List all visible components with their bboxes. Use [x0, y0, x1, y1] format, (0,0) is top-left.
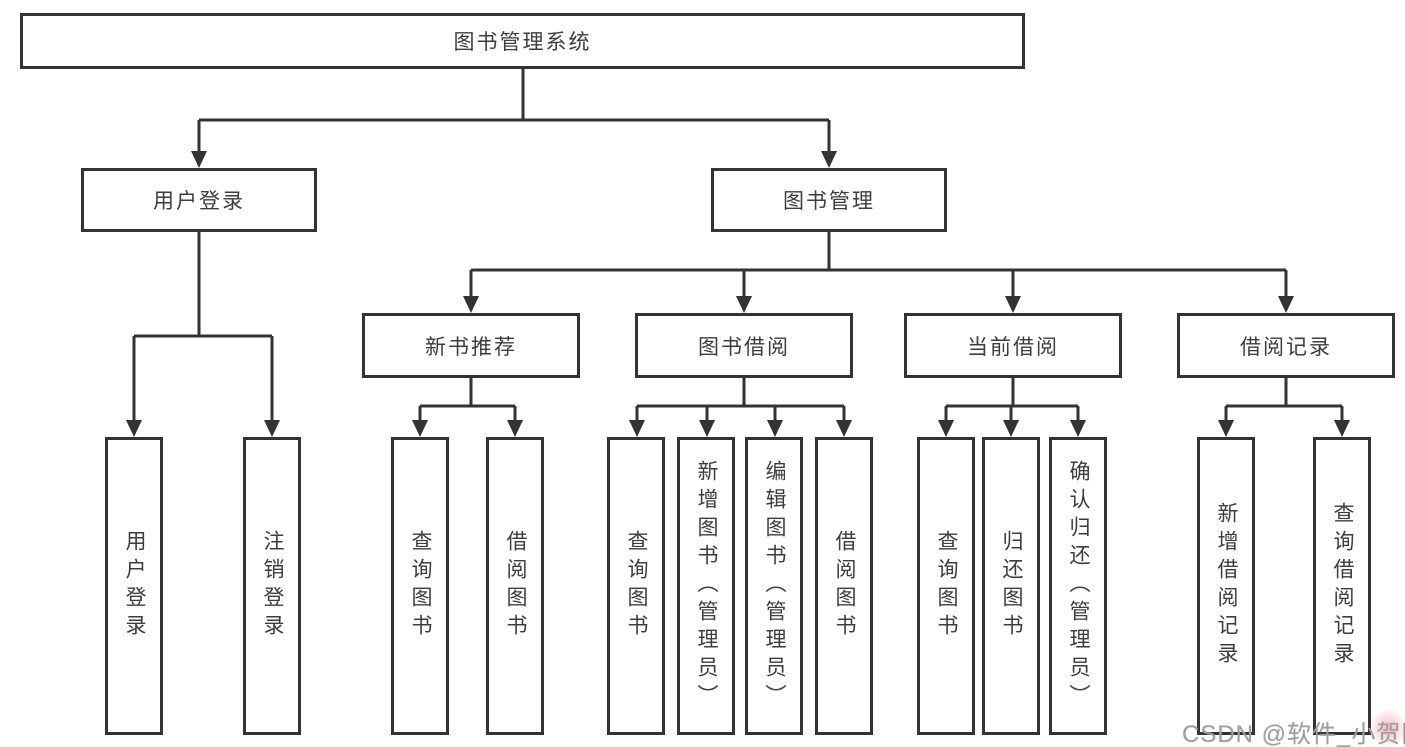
node-new-book-recommendation: 新书推荐 [362, 313, 580, 378]
leaf-add-books-admin: 新增图书（管理员） [677, 437, 735, 735]
leaf-add-borrow-record: 新增借阅记录 [1197, 437, 1255, 735]
node-book-borrowing: 图书借阅 [635, 313, 853, 378]
leaf-query-books-borrowing: 查询图书 [607, 437, 665, 735]
leaf-logout: 注销登录 [243, 437, 301, 735]
node-user-login: 用户登录 [81, 168, 317, 232]
watermark: CSDN @软件_小贺同学 [1182, 721, 1405, 747]
node-root-system: 图书管理系统 [20, 13, 1025, 69]
leaf-borrow-books-borrowing: 借阅图书 [815, 437, 873, 735]
node-borrowing-records: 借阅记录 [1177, 313, 1395, 378]
leaf-query-books-recommend: 查询图书 [391, 437, 449, 735]
leaf-user-login: 用户登录 [105, 437, 163, 735]
arrowheads [126, 151, 1350, 437]
leaf-return-books: 归还图书 [982, 437, 1040, 735]
node-book-management: 图书管理 [711, 168, 947, 232]
leaf-query-books-current: 查询图书 [917, 437, 975, 735]
watermark-red-glow [1368, 708, 1405, 747]
leaf-query-borrow-record: 查询借阅记录 [1313, 437, 1371, 735]
leaf-confirm-return-admin: 确认归还（管理员） [1049, 437, 1107, 735]
leaf-borrow-books-recommend: 借阅图书 [486, 437, 544, 735]
node-current-borrowing: 当前借阅 [904, 313, 1122, 378]
leaf-edit-books-admin: 编辑图书（管理员） [745, 437, 803, 735]
